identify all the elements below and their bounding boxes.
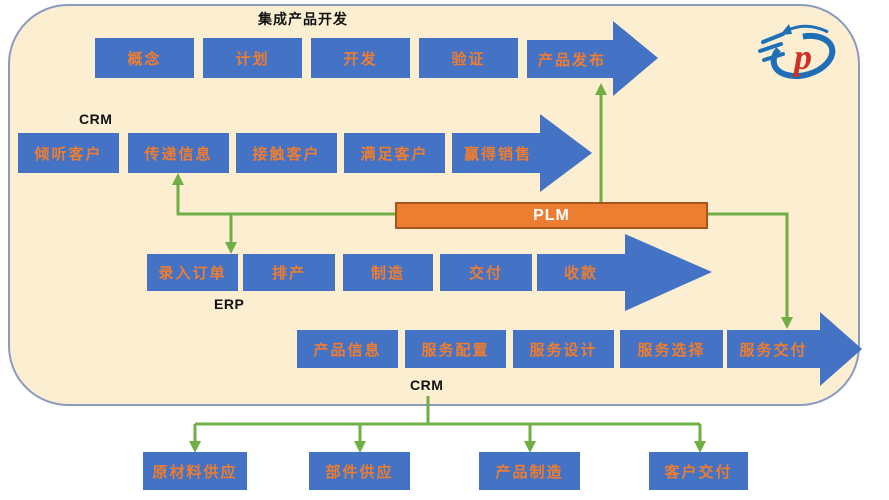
ipd-step-release: 产品发布 bbox=[537, 51, 606, 69]
logo-swoosh-ring bbox=[770, 32, 836, 80]
ipd-step-plan: 计划 bbox=[203, 38, 302, 78]
crm-step-win-sales: 赢得销售 bbox=[463, 145, 532, 163]
crm-step-satisfy: 满足客户 bbox=[344, 133, 445, 173]
logo-orbit-arrowhead bbox=[780, 24, 792, 35]
ipd-step-develop: 开发 bbox=[311, 38, 410, 78]
supply-parts: 部件供应 bbox=[309, 452, 410, 490]
ipd-title: 集成产品开发 bbox=[258, 11, 348, 27]
crm-step-service-deliver: 服务交付 bbox=[739, 341, 808, 359]
crm-step-listen: 倾听客户 bbox=[18, 133, 119, 173]
logo-orbit-arrow bbox=[785, 24, 829, 34]
supply-raw-materials: 原材料供应 bbox=[143, 452, 247, 490]
crm-step-contact: 接触客户 bbox=[236, 133, 337, 173]
erp-step-deliver: 交付 bbox=[440, 254, 532, 291]
erp-step-collect: 收款 bbox=[563, 265, 598, 282]
crm-bottom-label: CRM bbox=[410, 377, 444, 393]
company-logo: p bbox=[758, 24, 836, 80]
crm-step-service-select: 服务选择 bbox=[620, 330, 723, 368]
erp-step-order: 录入订单 bbox=[147, 254, 238, 291]
crm-step-service-design: 服务设计 bbox=[513, 330, 614, 368]
logo-letter: p bbox=[791, 37, 812, 77]
supply-customer-delivery: 客户交付 bbox=[649, 452, 748, 490]
crm-step-inform: 传递信息 bbox=[128, 133, 229, 173]
erp-step-make: 制造 bbox=[343, 254, 433, 291]
crm-top-label: CRM bbox=[79, 111, 113, 127]
crm-step-product-info: 产品信息 bbox=[297, 330, 398, 368]
plm-bar: PLM bbox=[395, 202, 708, 229]
supply-manufacturing: 产品制造 bbox=[479, 452, 580, 490]
erp-label: ERP bbox=[214, 296, 245, 312]
ipd-step-concept: 概念 bbox=[95, 38, 194, 78]
crm-step-service-config: 服务配置 bbox=[405, 330, 506, 368]
ipd-step-verify: 验证 bbox=[419, 38, 518, 78]
erp-step-schedule: 排产 bbox=[243, 254, 335, 291]
